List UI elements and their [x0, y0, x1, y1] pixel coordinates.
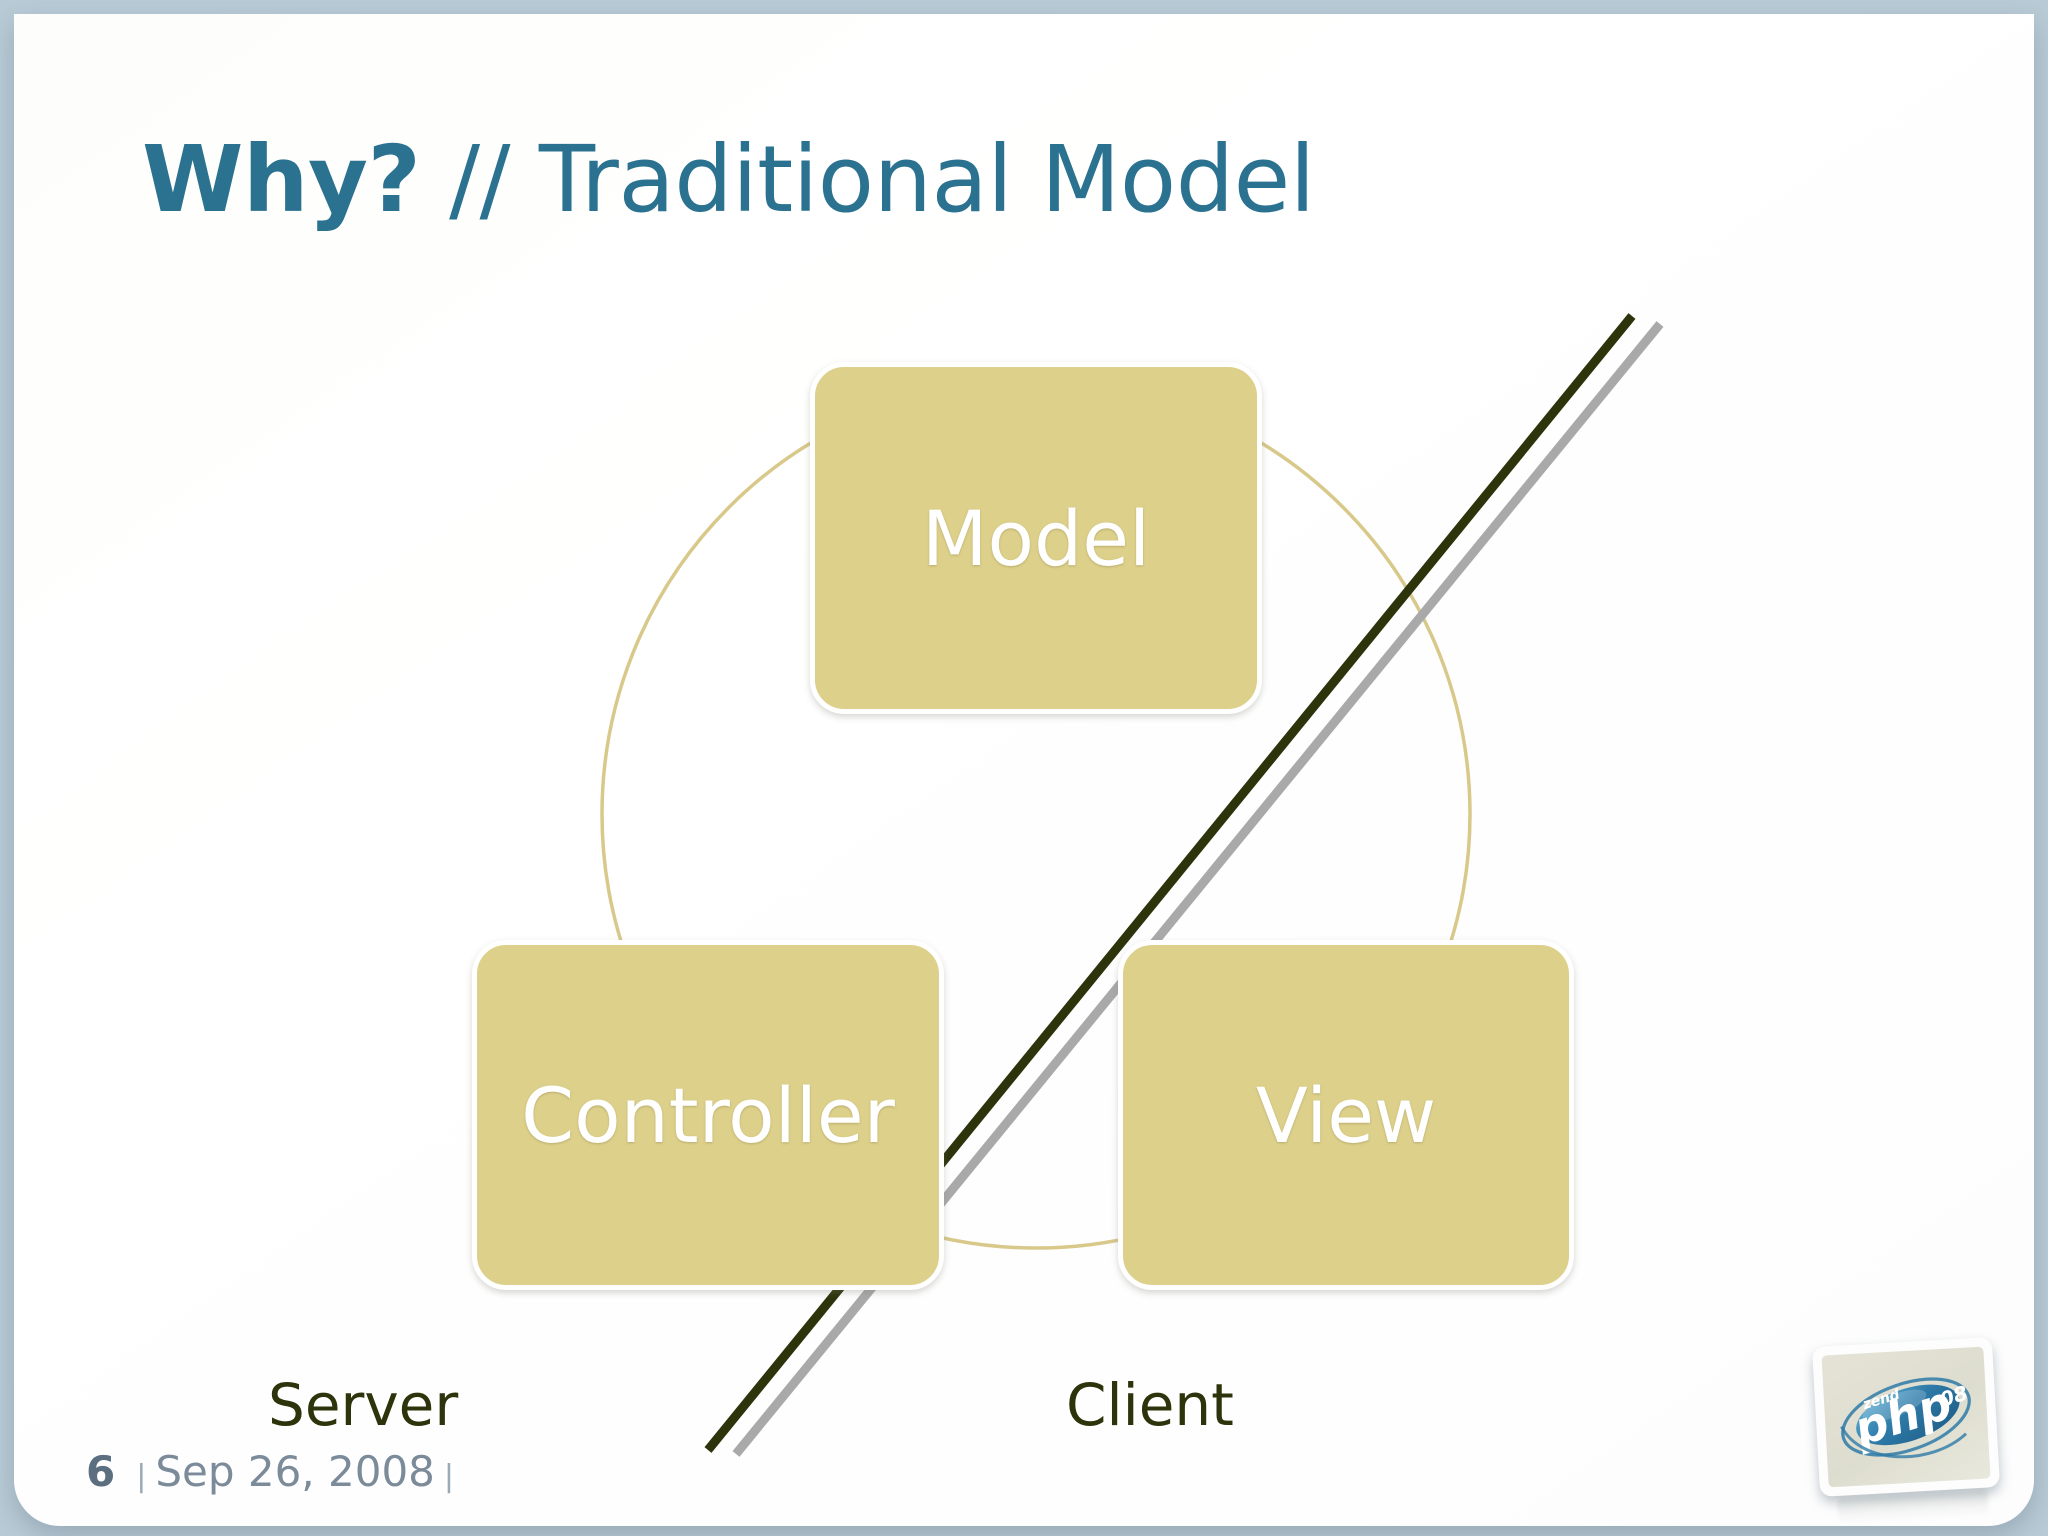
mvc-node-controller[interactable]: Controller — [472, 940, 944, 1290]
logo-artwork: zend php 08 — [1840, 1375, 1971, 1459]
mvc-node-model-label: Model — [921, 493, 1151, 583]
title-separator: // — [449, 126, 511, 233]
footer-separator-right: | — [443, 1459, 454, 1494]
mvc-node-view-label: View — [1255, 1070, 1437, 1160]
logo-ellipse-highlight — [1862, 1389, 1927, 1422]
title-emphasis: Why? — [142, 126, 421, 233]
footer-separator-left: | — [136, 1459, 147, 1494]
diagram-vectors — [600, 313, 1664, 1457]
logo-inner: zend php 08 — [1821, 1346, 1991, 1488]
zend-php-08-logo: zend php 08 — [1811, 1337, 2001, 1497]
zone-label-server: Server — [268, 1371, 459, 1439]
page-number: 6 — [86, 1447, 116, 1496]
page-title: Why? // Traditional Model — [142, 131, 1315, 229]
slide-surface: Why? // Traditional Model Model Controll… — [14, 14, 2034, 1526]
mvc-node-model[interactable]: Model — [810, 362, 1262, 714]
mvc-node-controller-label: Controller — [521, 1070, 895, 1160]
logo-ellipse — [1856, 1384, 1960, 1446]
logo-swoosh-tail — [1840, 1425, 1968, 1459]
slide-footer: 6 | Sep 26, 2008 | — [86, 1447, 463, 1496]
logo-swoosh-ring — [1841, 1377, 1971, 1457]
mvc-diagram: Model Controller View Server Client — [14, 14, 2034, 1526]
zone-label-client: Client — [1066, 1371, 1234, 1439]
title-rest: Traditional Model — [538, 126, 1315, 233]
footer-date: Sep 26, 2008 — [155, 1447, 435, 1496]
mvc-node-view[interactable]: View — [1118, 940, 1574, 1290]
